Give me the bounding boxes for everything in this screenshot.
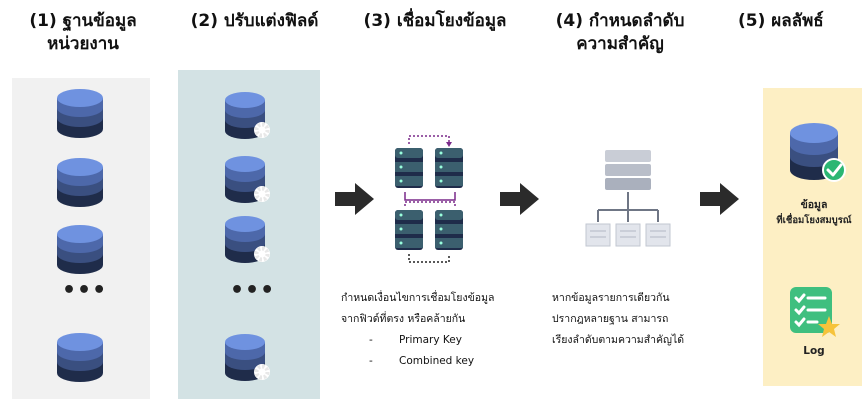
database-gear-icon [223,212,273,267]
step2-title: (2) ปรับแต่งฟิลด์ [172,10,337,33]
bullet-combined-key: Combined key [399,355,475,367]
step3-title: (3) เชื่อมโยงข้อมูล [345,10,525,33]
complete-data-label: ข้อมูล ที่เชื่อมโยงสมบูรณ์ [766,198,862,228]
linked-databases-icon [385,122,475,276]
complete-data-label-line1: ข้อมูล [800,199,828,211]
database-icon [55,222,105,277]
step4-title: (4) กำหนดลำดับ ความสำคัญ [545,10,695,56]
database-icon [55,86,105,141]
step1-title-line2: หน่วยงาน [47,34,119,54]
database-gear-icon [223,152,273,207]
complete-data-label-line2: ที่เชื่อมโยงสมบูรณ์ [776,215,852,226]
priority-hierarchy-icon [583,148,673,254]
bullet-dash: - [369,355,373,367]
database-check-icon [788,120,848,186]
link-note-bullet: - Combined key [341,351,494,372]
priority-note-line3: เรียงลำดับตามความสำคัญได้ [552,334,685,346]
step4-title-line1: (4) กำหนดลำดับ [555,11,685,31]
database-icon [55,155,105,210]
priority-note-line1: หากข้อมูลรายการเดียวกัน [552,292,670,304]
right-arrow-icon [335,182,375,216]
database-icon [55,330,105,385]
log-checklist-icon [787,284,843,344]
right-arrow-icon [500,182,540,216]
link-note-line1: กำหนดเงื่อนไขการเชื่อมโยงข้อมูล [341,292,495,304]
step1-title-line1: (1) ฐานข้อมูล [29,11,137,31]
step2-title-line1: (2) ปรับแต่งฟิลด์ [190,11,319,31]
right-arrow-icon [700,182,740,216]
link-condition-note: กำหนดเงื่อนไขการเชื่อมโยงข้อมูล จากฟิวด์… [341,288,494,372]
link-note-line2: จากฟิวด์ที่ตรง หรือคล้ายกัน [341,313,466,325]
log-label: Log [803,345,825,357]
step5-title-line1: (5) ผลลัพธ์ [738,11,824,31]
ellipsis: ••• [62,278,108,303]
database-gear-icon [223,330,273,385]
step4-title-line2: ความสำคัญ [576,34,664,54]
priority-note-line2: ปรากฎหลายฐาน สามารถ [552,313,669,325]
step1-title: (1) ฐานข้อมูล หน่วยงาน [18,10,148,56]
bullet-primary-key: Primary Key [399,334,462,346]
bullet-dash: - [369,334,373,346]
ellipsis: ••• [230,278,276,303]
priority-note: หากข้อมูลรายการเดียวกัน ปรากฎหลายฐาน สาม… [552,288,684,351]
step5-title: (5) ผลลัพธ์ [738,10,862,33]
database-gear-icon [223,88,273,143]
link-note-bullet: - Primary Key [341,330,494,351]
step3-title-line1: (3) เชื่อมโยงข้อมูล [363,11,507,31]
